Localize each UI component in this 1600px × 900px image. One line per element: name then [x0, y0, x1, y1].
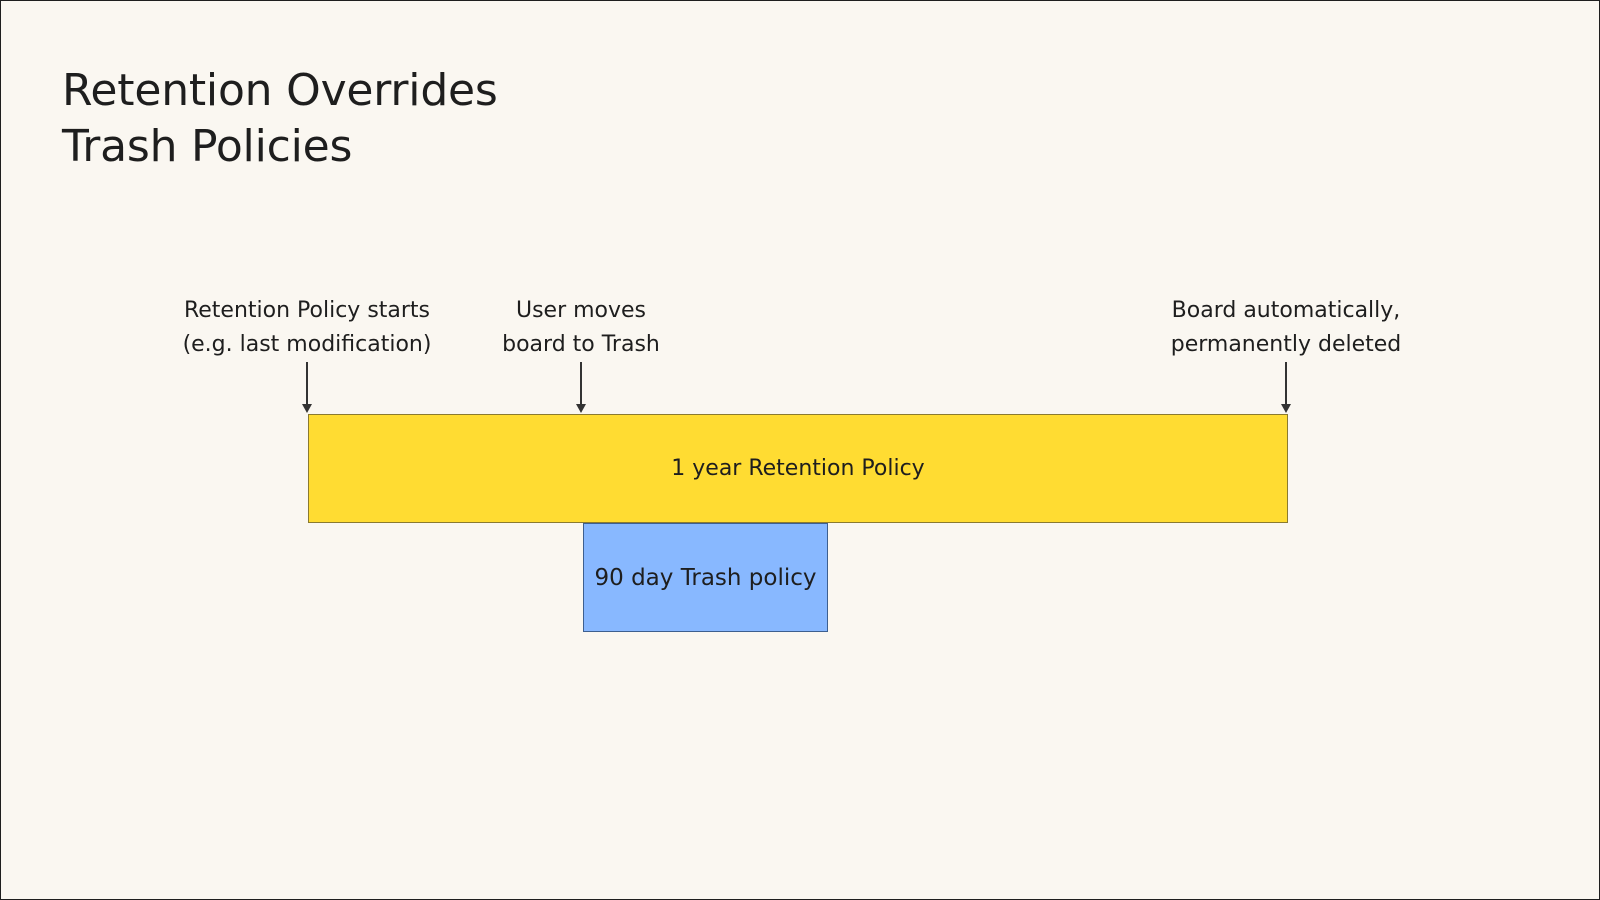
retention-start-label-line-1: Retention Policy starts — [183, 298, 431, 323]
slide-title-line-2: Trash Policies — [62, 121, 353, 172]
move-to-trash-arrow-icon — [576, 362, 586, 413]
permanent-delete-label-line-2: permanently deleted — [1170, 332, 1402, 357]
retention-start-label-line-2: (e.g. last modification) — [182, 332, 432, 357]
retention-start-arrow-icon — [302, 362, 312, 413]
slide-title-line-1: Retention Overrides — [62, 65, 498, 116]
retention-start-label: Retention Policy starts (e.g. last modif… — [157, 294, 457, 362]
move-to-trash-label-line-1: User moves — [515, 298, 647, 323]
permanent-delete-label: Board automatically, permanently deleted — [1136, 294, 1436, 362]
permanent-delete-label-line-1: Board automatically, — [1171, 298, 1401, 323]
retention-policy-bar-label: 1 year Retention Policy — [671, 456, 925, 481]
move-to-trash-label-line-2: board to Trash — [502, 332, 660, 357]
permanent-delete-arrow-icon — [1281, 362, 1291, 413]
trash-policy-bar: 90 day Trash policy — [583, 523, 828, 632]
retention-policy-bar: 1 year Retention Policy — [308, 414, 1288, 523]
trash-policy-bar-label: 90 day Trash policy — [594, 564, 817, 591]
move-to-trash-label: User moves board to Trash — [456, 294, 706, 362]
slide-title: Retention Overrides Trash Policies — [62, 63, 498, 175]
